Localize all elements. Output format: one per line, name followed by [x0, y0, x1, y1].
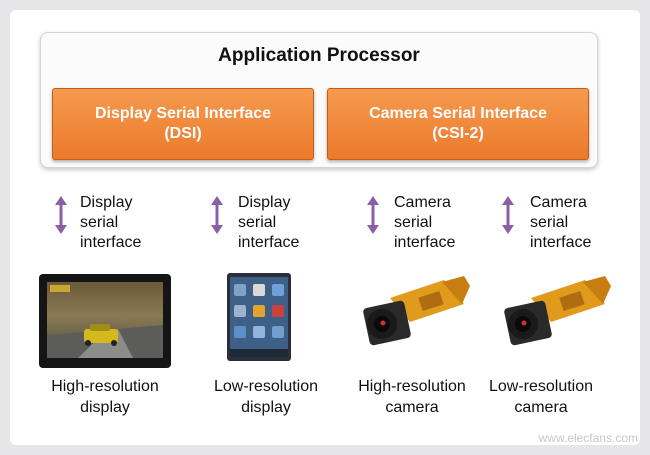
bidirectional-arrow-icon	[367, 196, 379, 234]
connection-label-dsi-high: Display serial interface	[80, 194, 142, 251]
csi-block: Camera Serial Interface (CSI-2)	[327, 88, 589, 160]
csi-abbrev: (CSI-2)	[432, 125, 484, 142]
watermark: www.elecfans.com	[538, 431, 638, 445]
tablet-icon	[39, 274, 171, 368]
dsi-label: Display Serial Interface	[94, 105, 272, 122]
bidirectional-arrow-icon	[211, 196, 223, 234]
application-processor-title: Application Processor	[218, 45, 420, 66]
dsi-abbrev: (DSI)	[164, 125, 202, 142]
connection-label-csi-low: Camera serial interface	[530, 194, 592, 251]
csi-label: Camera Serial Interface	[369, 105, 547, 122]
device-label-low-res-camera: Low-resolution camera	[488, 378, 594, 416]
application-processor-box: Application Processor Display Serial Int…	[40, 32, 598, 168]
phone-icon	[227, 273, 291, 361]
camera-module-icon	[363, 276, 470, 346]
device-label-high-res-display: High-resolution display	[51, 378, 159, 416]
bidirectional-arrow-icon	[55, 196, 67, 234]
dsi-block: Display Serial Interface (DSI)	[52, 88, 314, 160]
connection-label-csi-high: Camera serial interface	[394, 194, 456, 251]
bidirectional-arrow-icon	[502, 196, 514, 234]
camera-module-icon	[504, 276, 611, 346]
connection-label-dsi-low: Display serial interface	[238, 194, 300, 251]
device-label-high-res-camera: High-resolution camera	[358, 378, 466, 416]
device-label-low-res-display: Low-resolution display	[213, 378, 319, 416]
